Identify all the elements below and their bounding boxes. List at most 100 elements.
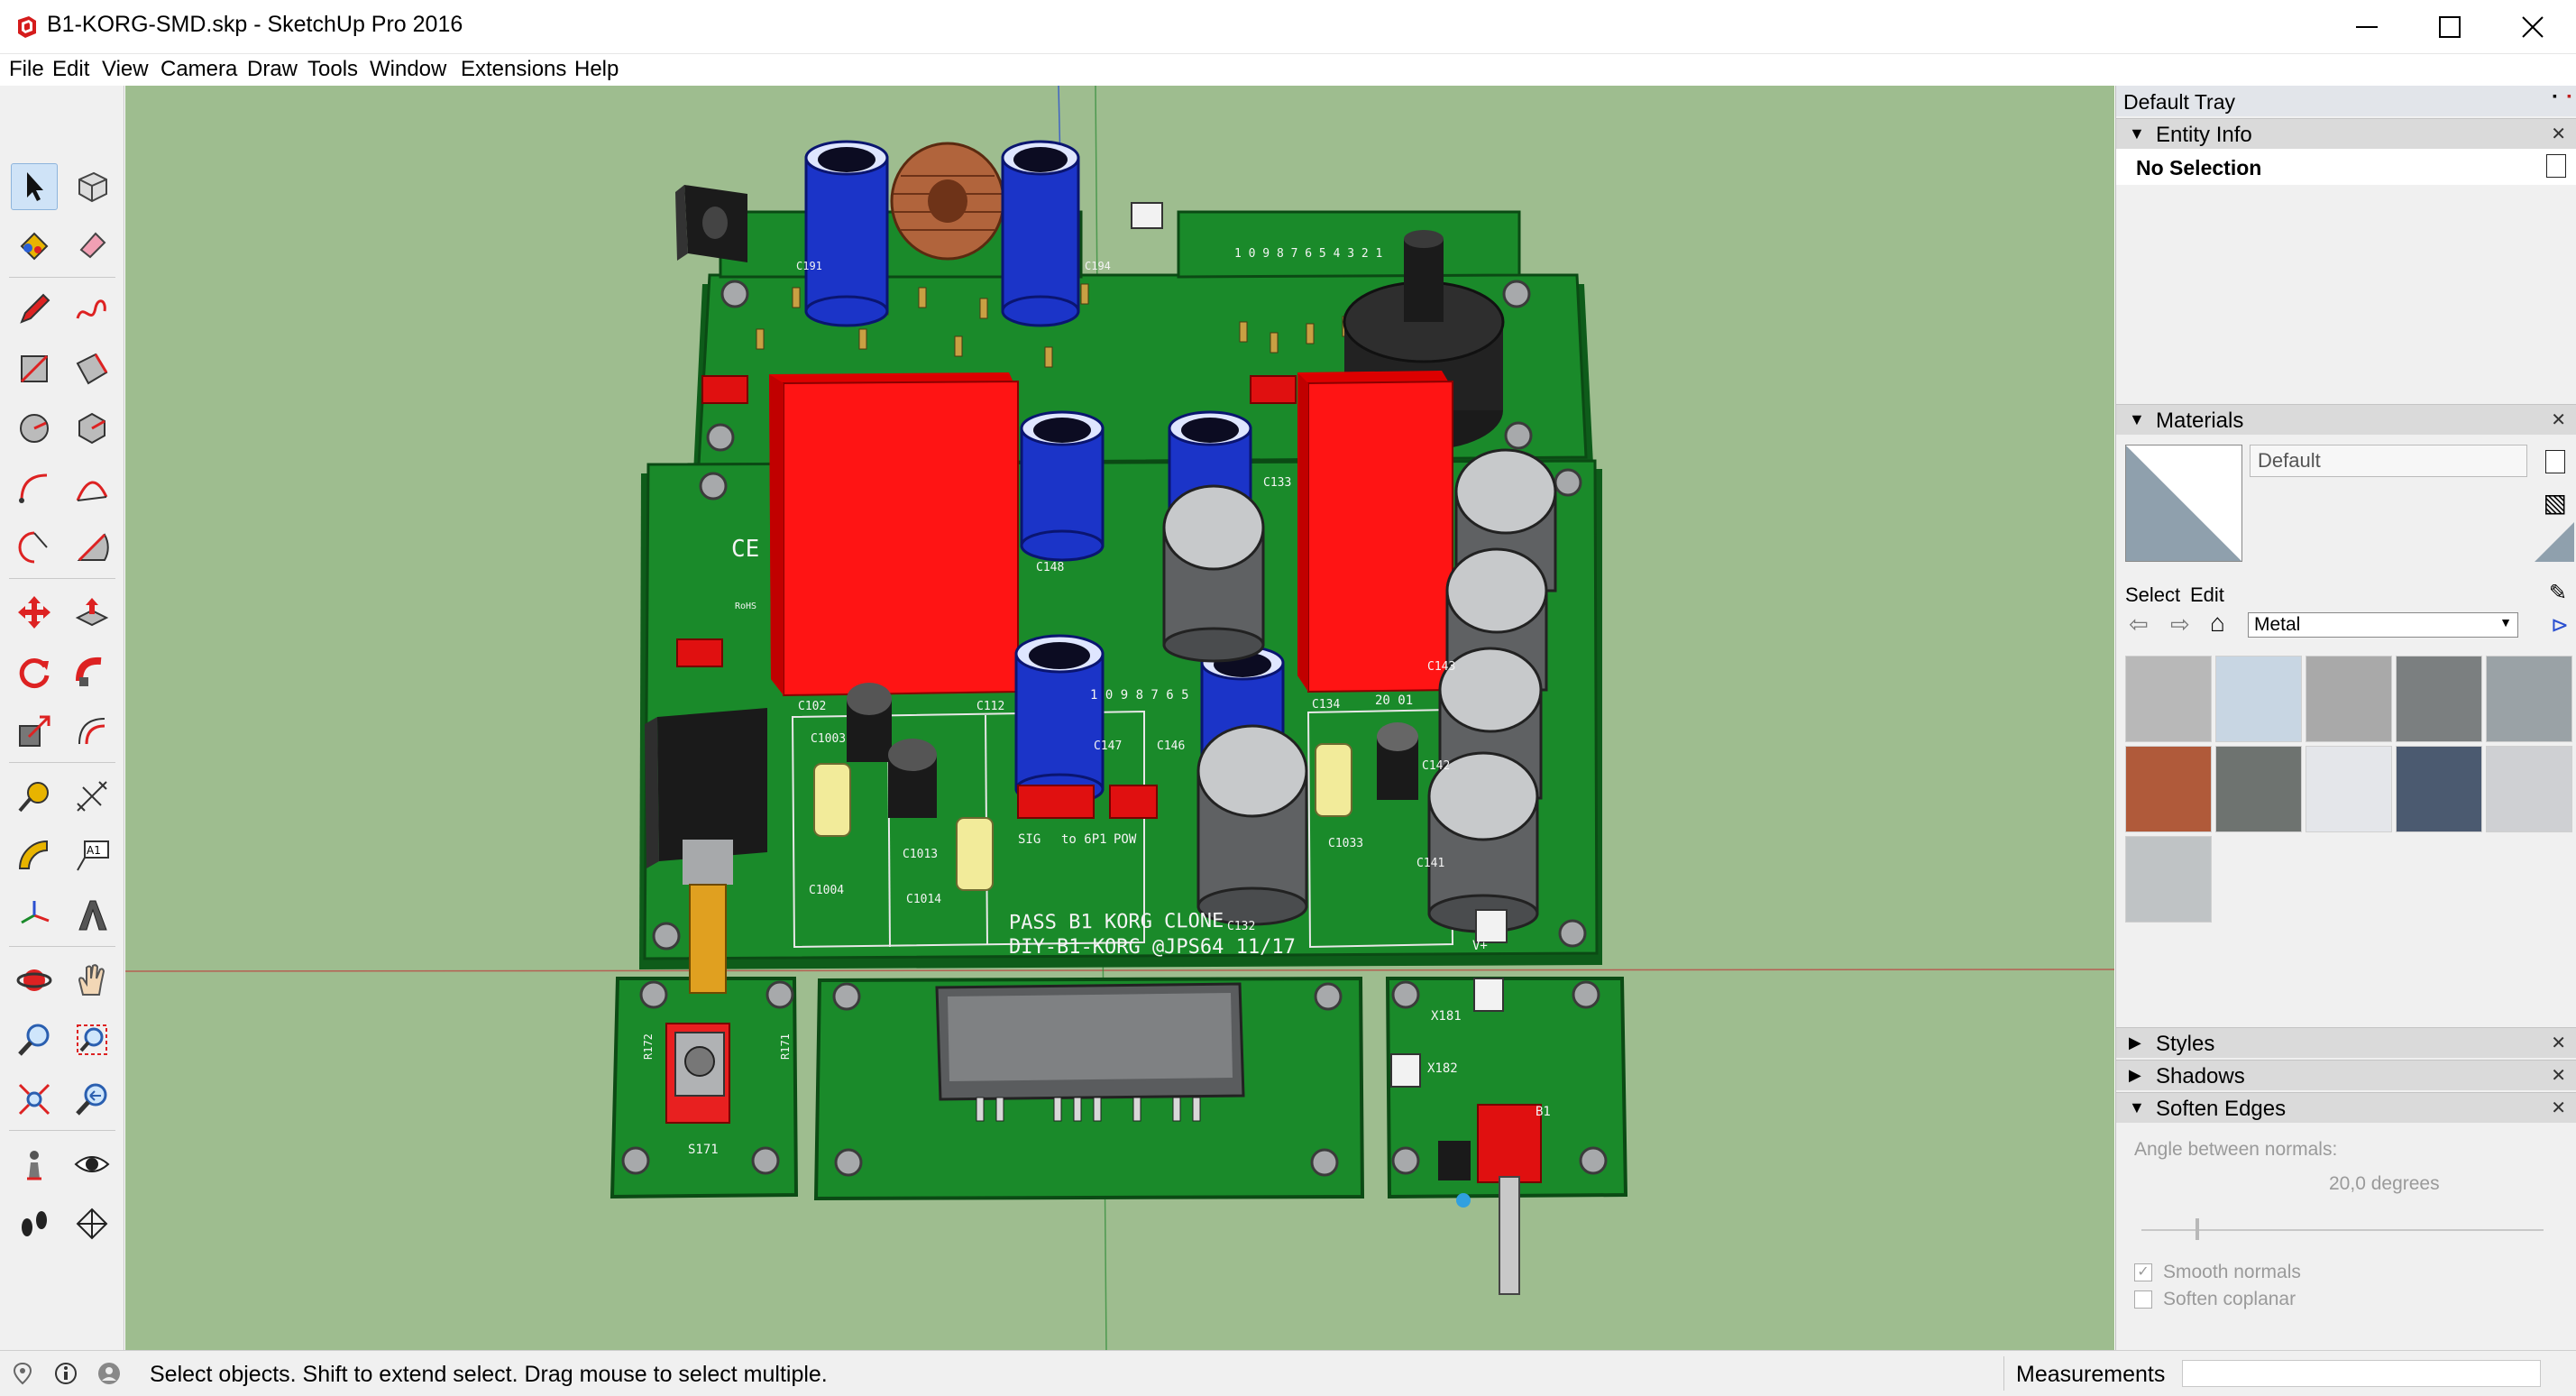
panel-close-icon[interactable]: ✕ [2551, 1033, 2566, 1053]
panel-close-icon[interactable]: ✕ [2551, 1098, 2566, 1118]
material-swatch[interactable] [2486, 746, 2572, 832]
material-swatch[interactable] [2215, 746, 2302, 832]
two-point-arc-icon [18, 531, 48, 564]
material-swatch[interactable] [2396, 746, 2482, 832]
look-around-button[interactable] [69, 1141, 115, 1188]
panel-close-icon[interactable]: ✕ [2551, 1066, 2566, 1086]
menu-tools[interactable]: Tools [307, 57, 359, 81]
red-relay-right [1297, 371, 1453, 693]
rotate-tool-button[interactable] [11, 648, 58, 695]
make-component-button[interactable] [69, 163, 115, 210]
follow-me-button[interactable] [69, 648, 115, 695]
eraser-button[interactable] [69, 221, 115, 268]
forward-arrow-icon[interactable]: ⇨ [2170, 611, 2190, 638]
walk-tool-button[interactable] [11, 1200, 58, 1247]
tab-select[interactable]: Select [2125, 583, 2181, 606]
create-material-icon[interactable] [2545, 450, 2565, 473]
user-account-icon[interactable] [97, 1362, 121, 1385]
tray-title: Default Tray [2123, 90, 2235, 114]
measurements-input[interactable] [2182, 1360, 2541, 1387]
orbit-tool-button[interactable] [11, 957, 58, 1004]
minimize-button[interactable] [2325, 0, 2408, 54]
details-arrow-icon[interactable]: ⊳ [2550, 613, 2569, 638]
eyedropper-icon[interactable]: ✎ [2548, 581, 2567, 605]
zoom-tool-button[interactable] [11, 1016, 58, 1063]
dc-power-jack [675, 185, 747, 262]
material-swatch[interactable] [2486, 656, 2572, 742]
paint-bucket-button[interactable] [11, 221, 58, 268]
material-swatch[interactable] [2215, 656, 2302, 742]
tape-measure-button[interactable] [11, 773, 58, 820]
polygon-tool-button[interactable] [69, 405, 115, 452]
arc-tool-button[interactable] [11, 464, 58, 511]
menu-file[interactable]: File [9, 57, 44, 81]
text-tool-button[interactable]: A1 [69, 832, 115, 879]
soften-edges-panel-header[interactable]: ▼ Soften Edges ✕ [2116, 1092, 2576, 1123]
info-icon[interactable] [54, 1362, 78, 1385]
menu-window[interactable]: Window [370, 57, 447, 81]
section-plane-button[interactable] [69, 1200, 115, 1247]
shadows-panel-header[interactable]: ▶ Shadows ✕ [2116, 1060, 2576, 1090]
previous-view-button[interactable] [69, 1076, 115, 1123]
rotated-rectangle-button[interactable] [69, 345, 115, 392]
pan-tool-button[interactable] [69, 957, 115, 1004]
smooth-normals-checkbox[interactable]: ✓ [2134, 1263, 2152, 1281]
pin-icon[interactable]: ▪ [2553, 88, 2557, 103]
materials-panel-header[interactable]: ▼ Materials ✕ [2116, 404, 2576, 435]
tab-edit[interactable]: Edit [2190, 583, 2224, 606]
label-vplus: V+ [1472, 939, 1488, 953]
material-swatch[interactable] [2125, 656, 2212, 742]
material-swatch[interactable] [2125, 746, 2212, 832]
maximize-button[interactable] [2408, 0, 2491, 54]
angle-slider-thumb[interactable] [2196, 1218, 2199, 1240]
axes-tool-button[interactable] [11, 892, 58, 939]
position-camera-button[interactable] [11, 1141, 58, 1188]
protractor-button[interactable] [11, 832, 58, 879]
red-relay-left [769, 372, 1019, 697]
home-icon[interactable]: ⌂ [2210, 609, 2225, 637]
material-swatch[interactable] [2125, 836, 2212, 923]
3d-text-button[interactable] [69, 892, 115, 939]
angle-slider-track[interactable] [2141, 1229, 2544, 1231]
model-viewport[interactable]: PASS B1 KORG CLONE DIY-B1-KORG @JPS64 11… [125, 86, 2114, 1350]
freehand-tool-button[interactable] [69, 286, 115, 333]
menu-view[interactable]: View [102, 57, 149, 81]
three-point-arc-button[interactable] [69, 464, 115, 511]
material-swatch[interactable] [2306, 656, 2392, 742]
close-button[interactable] [2491, 0, 2574, 54]
rectangle-tool-button[interactable] [11, 345, 58, 392]
material-swatch[interactable] [2306, 746, 2392, 832]
scale-tool-button[interactable] [11, 708, 58, 755]
push-pull-button[interactable] [69, 589, 115, 636]
line-tool-button[interactable] [11, 286, 58, 333]
menu-help[interactable]: Help [574, 57, 619, 81]
circle-tool-button[interactable] [11, 405, 58, 452]
zoom-window-button[interactable] [69, 1016, 115, 1063]
select-arrow-icon [27, 172, 43, 201]
panel-close-icon[interactable]: ✕ [2551, 124, 2566, 144]
pcb-model-scene[interactable]: PASS B1 KORG CLONE DIY-B1-KORG @JPS64 11… [125, 86, 2114, 1350]
material-swatch[interactable] [2396, 656, 2482, 742]
back-arrow-icon[interactable]: ⇦ [2129, 611, 2149, 638]
styles-panel-header[interactable]: ▶ Styles ✕ [2116, 1027, 2576, 1058]
menu-camera[interactable]: Camera [160, 57, 238, 81]
paint-cube-icon[interactable]: ▧ [2543, 489, 2567, 517]
menu-extensions[interactable]: Extensions [461, 57, 567, 81]
menu-edit[interactable]: Edit [52, 57, 90, 81]
move-tool-button[interactable] [11, 589, 58, 636]
pie-tool-button[interactable] [69, 524, 115, 571]
entity-info-panel-header[interactable]: ▼ Entity Info ✕ [2116, 118, 2576, 149]
zoom-extents-button[interactable] [11, 1076, 58, 1123]
material-library-select[interactable]: Metal ▼ [2248, 612, 2518, 638]
select-tool-button[interactable] [11, 163, 58, 210]
menu-draw[interactable]: Draw [247, 57, 298, 81]
material-name-field[interactable]: Default [2250, 445, 2527, 477]
details-icon[interactable] [2546, 154, 2566, 178]
panel-close-icon[interactable]: ✕ [2551, 410, 2566, 430]
dimension-tool-button[interactable] [69, 773, 115, 820]
two-point-arc-button[interactable] [11, 524, 58, 571]
offset-tool-button[interactable] [69, 708, 115, 755]
tray-close-icon[interactable]: ▪ [2567, 88, 2571, 103]
geo-location-icon[interactable] [11, 1362, 34, 1385]
soften-coplanar-checkbox[interactable] [2134, 1290, 2152, 1309]
